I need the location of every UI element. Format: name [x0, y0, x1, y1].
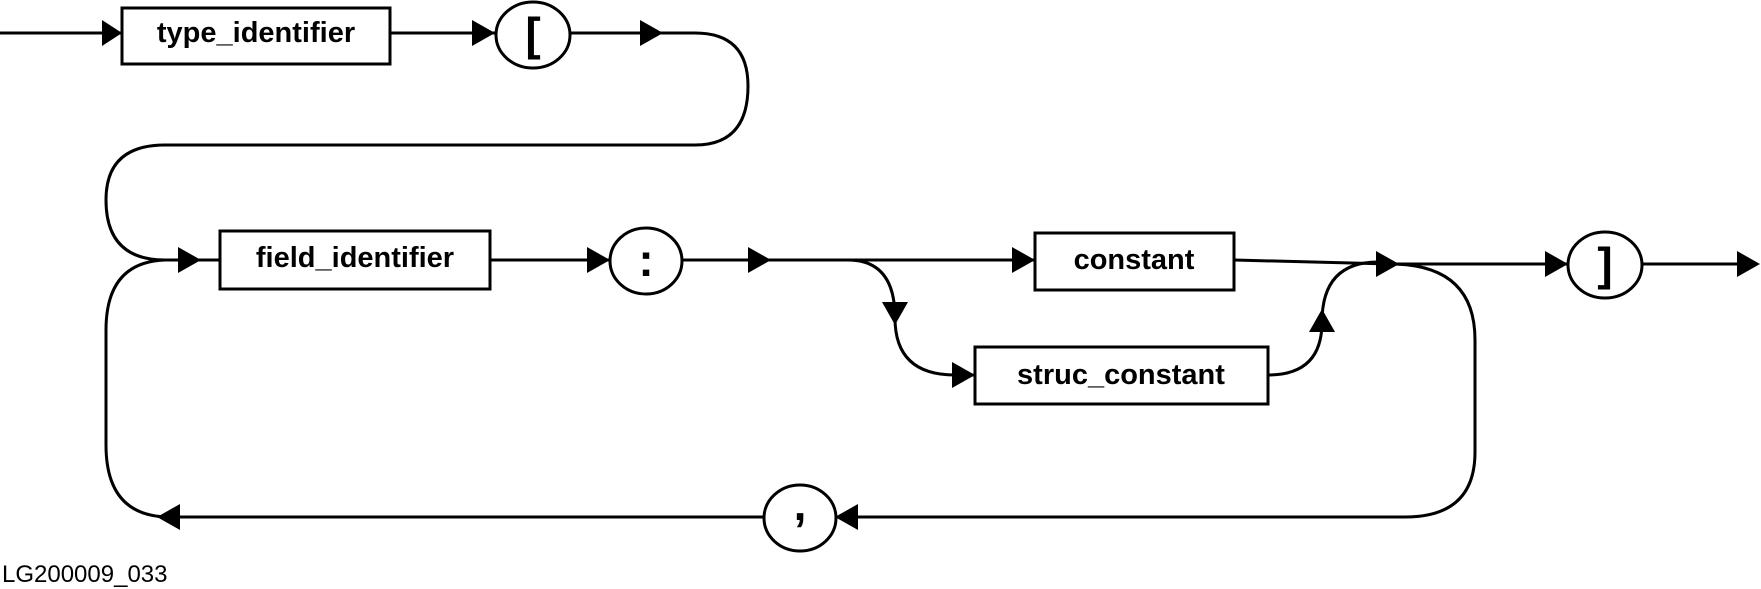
arrow-loop-left [157, 504, 180, 530]
terminal-colon-ring [608, 226, 684, 296]
terminal-open-bracket-ring [494, 0, 572, 70]
box-type-identifier: type_identifier [120, 6, 392, 66]
arrow-after-colon [748, 247, 771, 273]
box-type-identifier-label: type_identifier [157, 17, 355, 49]
arrow-branch-down [882, 302, 908, 325]
line-loop-back [833, 262, 1477, 519]
figure-id-label: LG200009_033 [2, 561, 168, 588]
arrow-to-colon [587, 247, 610, 273]
line-constant-out [1232, 258, 1392, 266]
arrow-branch-up [1309, 309, 1335, 332]
arrow-to-field [178, 247, 201, 273]
line-branch-down [846, 258, 977, 377]
arrow-to-bracket [472, 20, 495, 46]
arrow-to-close [1545, 251, 1568, 277]
arrow-to-constant [1012, 247, 1035, 273]
arrow-to-comma [835, 504, 858, 530]
box-constant-frame [1033, 231, 1236, 292]
line-bracket-wrap [104, 31, 750, 262]
arrow-entry [102, 20, 122, 46]
box-struc-constant-label: struc_constant [1017, 359, 1225, 391]
arrow-to-struc [952, 362, 975, 388]
terminal-close-bracket-ring [1566, 230, 1644, 300]
arrowheads [102, 20, 1760, 530]
arrow-exit [1737, 251, 1760, 277]
terminal-colon-symbol: : [638, 234, 653, 286]
box-constant: constant [1033, 231, 1236, 292]
terminal-comma-symbol: , [794, 478, 807, 530]
nonterminal-boxes: type_identifier field_identifier constan… [120, 6, 1270, 406]
box-field-identifier-label: field_identifier [256, 242, 454, 274]
arrow-merge [1376, 251, 1399, 277]
terminal-open-bracket: [ [494, 0, 572, 70]
arrow-after-bracket [640, 20, 663, 46]
box-struc-constant-frame [973, 345, 1270, 406]
box-field-identifier-frame [218, 229, 492, 291]
terminal-comma-ring [762, 483, 838, 553]
box-type-identifier-frame [120, 6, 392, 66]
box-constant-label: constant [1074, 244, 1195, 276]
terminal-close-bracket-symbol: ] [1597, 238, 1612, 290]
terminal-circles: [ : ] , [494, 0, 1644, 553]
terminal-close-bracket: ] [1566, 230, 1644, 300]
terminal-colon: : [608, 226, 684, 296]
box-field-identifier: field_identifier [218, 229, 492, 291]
terminal-comma: , [762, 478, 838, 553]
line-loop-left [104, 258, 766, 519]
terminal-open-bracket-symbol: [ [525, 8, 540, 60]
box-struc-constant: struc_constant [973, 345, 1270, 406]
